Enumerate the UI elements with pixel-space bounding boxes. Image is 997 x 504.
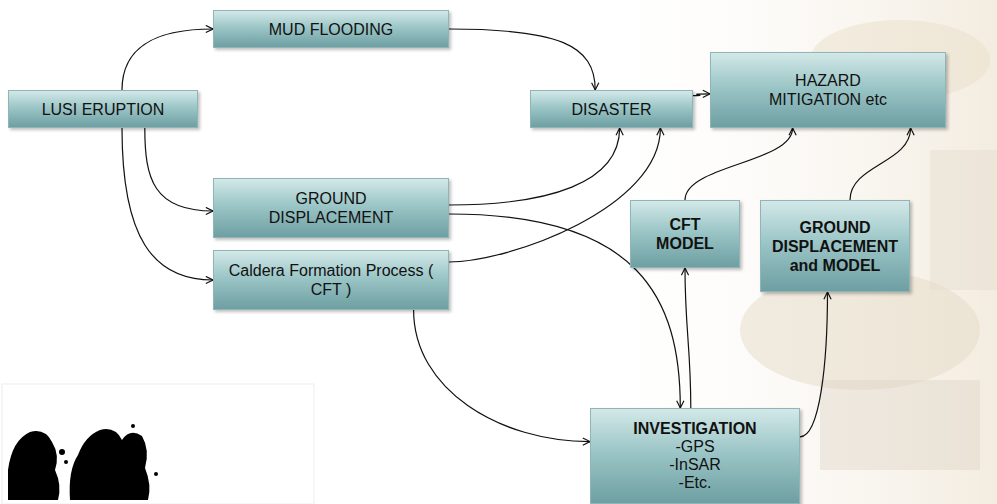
process-box: DISASTER	[530, 90, 693, 128]
process-box: GROUND DISPLACEMENT and MODEL	[760, 200, 910, 292]
box-text: -Etc.	[679, 474, 712, 492]
box-title: Caldera Formation Process ( CFT )	[229, 261, 434, 299]
box-title: CFT MODEL	[645, 215, 725, 253]
flow-arrow	[850, 128, 911, 200]
flow-arrow	[414, 310, 590, 442]
box-text: -InSAR	[669, 456, 721, 474]
box-title: HAZARD MITIGATION etc	[753, 71, 903, 109]
flow-arrow	[449, 29, 595, 90]
map-thumbnail	[2, 384, 314, 504]
process-box: GROUND DISPLACEMENT	[213, 178, 449, 238]
flow-arrow	[685, 268, 691, 408]
flow-arrow	[685, 128, 793, 200]
flow-arrow	[122, 29, 213, 90]
box-title: MUD FLOODING	[269, 20, 393, 39]
process-box: LUSI ERUPTION	[8, 90, 198, 128]
flow-arrow	[449, 128, 660, 262]
process-box: Caldera Formation Process ( CFT )	[213, 250, 449, 310]
flow-arrow	[800, 292, 828, 437]
process-box: CFT MODEL	[630, 200, 740, 268]
box-title: LUSI ERUPTION	[42, 100, 165, 119]
box-text: -GPS	[675, 438, 714, 456]
flow-arrow	[449, 128, 620, 205]
box-title: INVESTIGATION	[633, 420, 756, 438]
box-title: GROUND DISPLACEMENT	[256, 189, 406, 227]
flow-arrow	[145, 128, 213, 211]
box-title: GROUND DISPLACEMENT and MODEL	[769, 218, 901, 275]
process-box: MUD FLOODING	[213, 10, 449, 48]
flow-arrow	[693, 94, 710, 96]
flow-arrow	[122, 128, 213, 280]
process-box: HAZARD MITIGATION etc	[710, 52, 946, 128]
process-box: INVESTIGATION-GPS-InSAR-Etc.	[590, 408, 800, 504]
box-title: DISASTER	[571, 100, 651, 119]
